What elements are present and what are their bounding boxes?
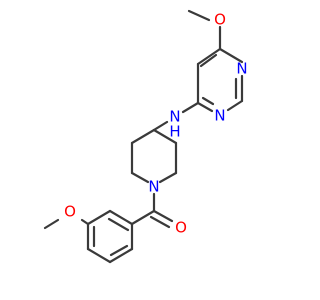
bond-methyl-to-methoxy-o-top [187,9,211,22]
bond-pyrimidine-c4-n3 [196,101,214,113]
oxygen-atom-label-carbonyl: O [175,219,187,237]
bond-pyrimidine-c4-n3-double [201,96,215,106]
chemical-structure-diagram: O N N N H N O O [43,9,248,264]
oxygen-atom-label-methoxy-benzene: O [64,203,76,221]
nitrogen-atom-label-pyrimidine-3: N [214,107,225,125]
bond-benzene-c4-c5 [86,247,112,264]
bond-benzene-c1-c2-double [107,217,130,232]
bond-piperidine-n1-c6 [158,171,178,184]
bond-nh-to-piperidine-c4 [152,120,169,132]
bond-layer [43,9,244,264]
bond-pyrimidine-c4-to-nh [181,101,200,114]
bond-piperidine-c4-c3 [130,128,156,145]
bond-benzene-c3-to-methoxy-o [80,218,90,226]
bond-pyrimidine-c6-c5-double [199,53,218,68]
bond-benzene-c5-c6-double [109,244,129,257]
nitrogen-atom-label-piperidine: N [148,178,159,196]
bond-carbonyl-c-to-benzene [130,209,156,226]
nitrogen-atom-label-pyrimidine-1: N [236,60,247,78]
bond-pyrimidine-c6-n1 [218,47,244,64]
atom-label-layer: O N N N H N O O [64,11,248,237]
bond-pyrimidine-c6-c5 [196,47,222,66]
oxygen-atom-label-top: O [214,11,226,29]
bond-piperidine-c2-n1 [130,171,150,184]
bond-carbonyl-c-to-o-double [149,215,171,229]
nitrogen-atom-label-amine: N [169,108,180,126]
bond-pyrimidine-n3-c2 [226,99,244,112]
bond-piperidine-c5-c4 [152,128,178,145]
bond-carbonyl-c-to-o [152,209,174,223]
bond-benzene-c2-c3 [86,209,112,226]
bond-benzene-c5-c6 [108,247,134,264]
bond-methoxy-o-to-methyl-bottom [43,218,60,230]
bond-benzene-c1-c2 [108,209,134,226]
hydrogen-atom-label-amine: H [169,123,180,141]
